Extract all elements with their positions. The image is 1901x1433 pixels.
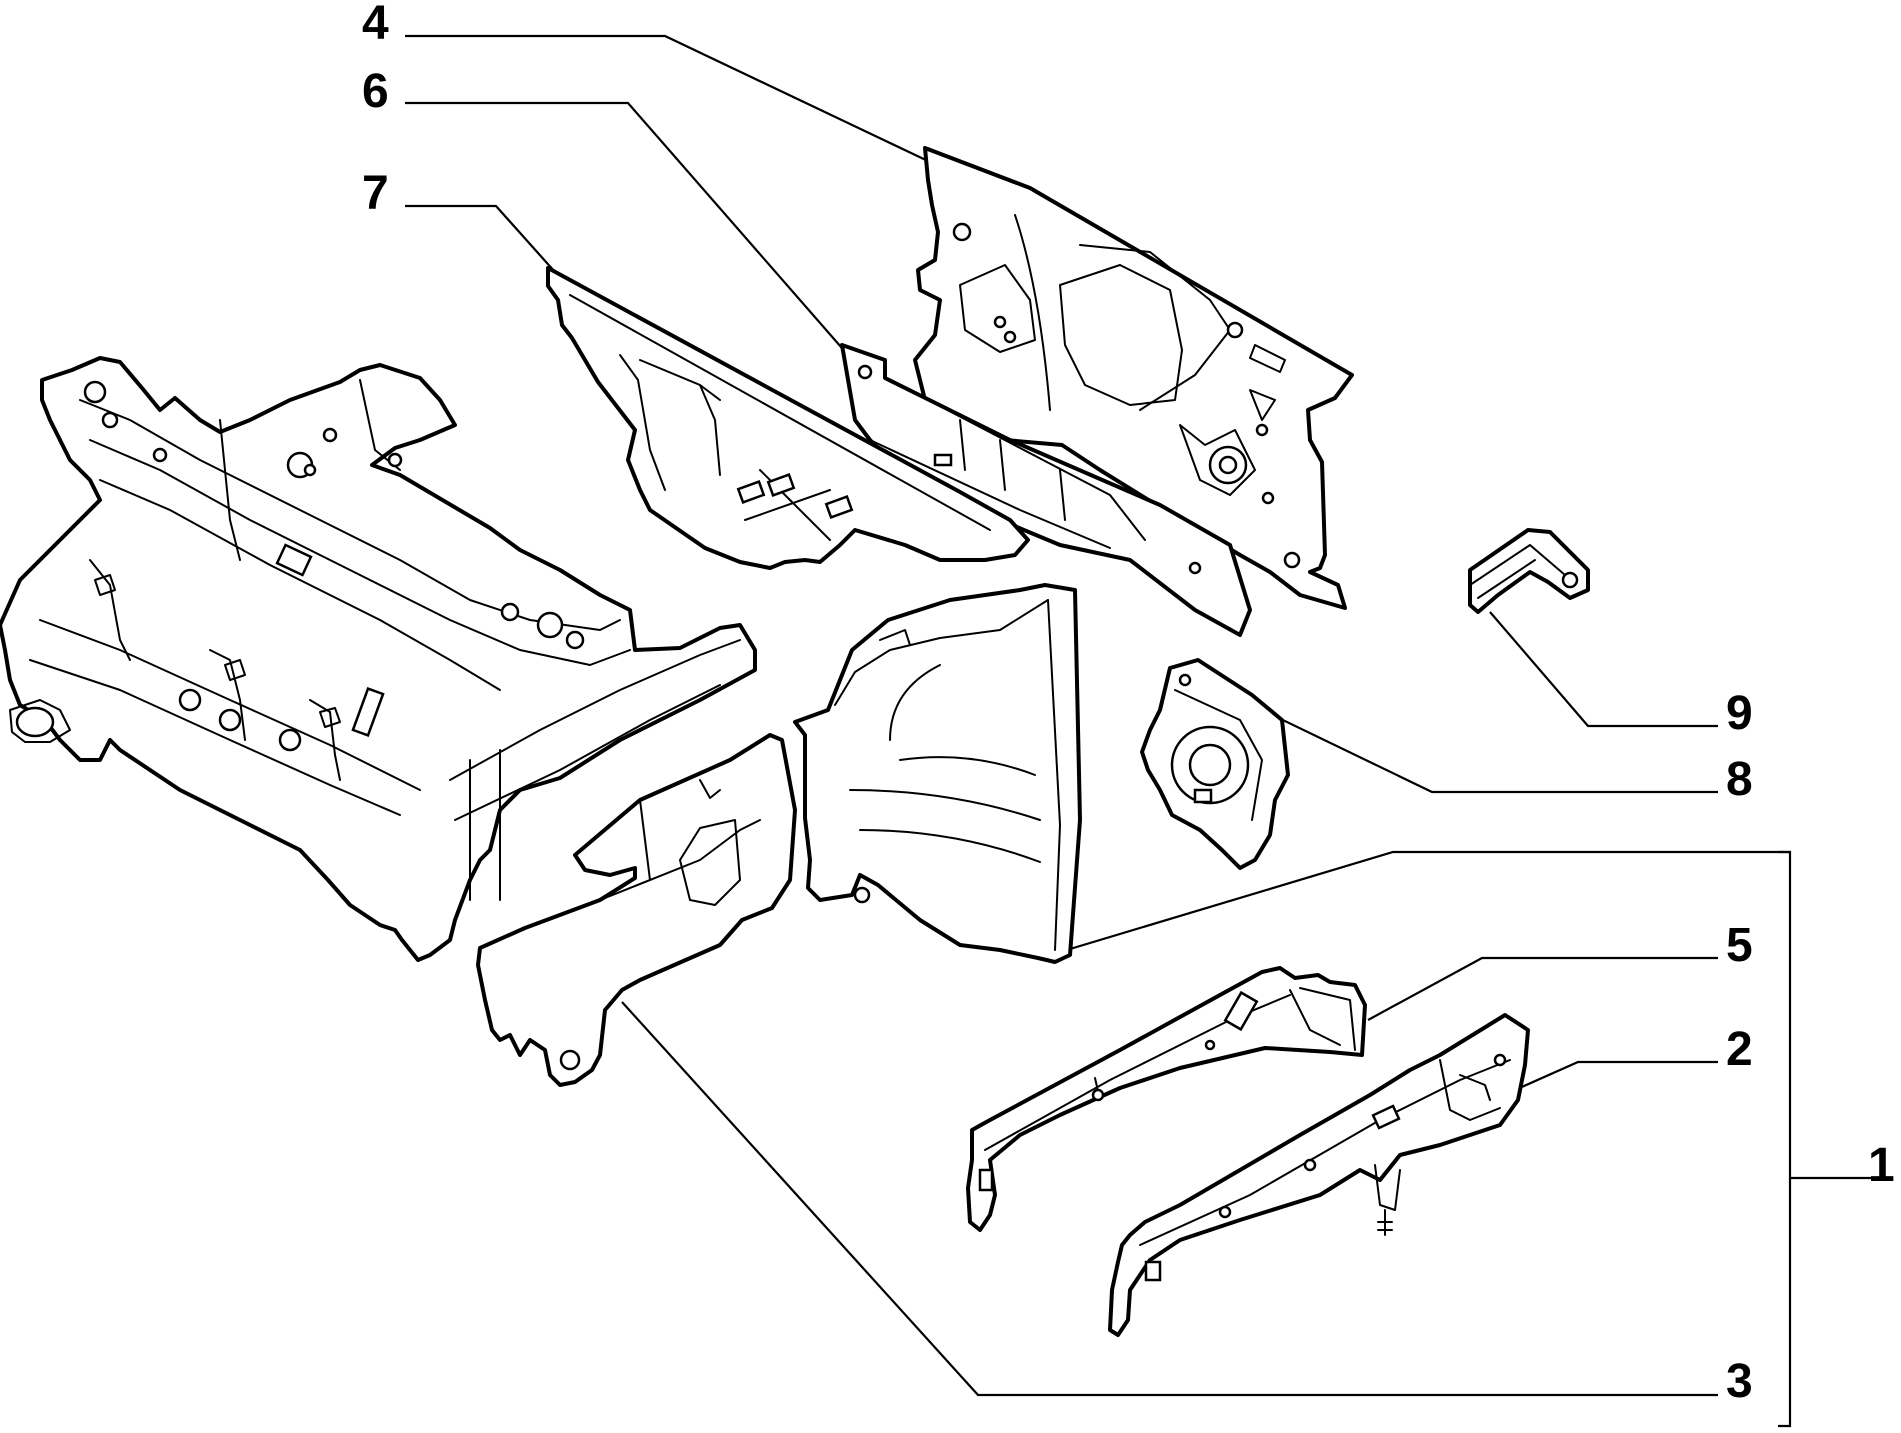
cowl-panel [546, 266, 1030, 570]
leader-1-bracket [1778, 850, 1792, 1428]
callout-8: 8 [1726, 753, 1753, 806]
front-panel-side [476, 733, 797, 1087]
lower-crossmember [840, 343, 1252, 637]
leader-6 [405, 101, 849, 356]
callout-3: 3 [1726, 1355, 1753, 1408]
callout-4: 4 [362, 0, 389, 50]
strut-mount-plate [1140, 658, 1290, 870]
leader-8 [1257, 707, 1718, 794]
leader-2 [1514, 1060, 1718, 1092]
callout-9: 9 [1726, 687, 1753, 740]
leader-7 [405, 204, 556, 273]
callout-6: 6 [362, 65, 389, 118]
leader-3 [621, 1001, 1718, 1397]
wheel-arch-inner [793, 583, 1082, 964]
upper-side-rail [966, 966, 1367, 1232]
leader-5 [1367, 956, 1718, 1021]
bracket [1468, 528, 1590, 614]
lower-side-rail [1108, 1013, 1530, 1337]
callout-7: 7 [362, 167, 389, 220]
leader-1-arm [1059, 850, 1790, 954]
leader-4 [405, 34, 931, 163]
callout-1: 1 [1868, 1139, 1895, 1192]
callout-5: 5 [1726, 919, 1753, 972]
callout-2: 2 [1726, 1023, 1753, 1076]
leader-lines [405, 34, 1880, 1428]
leader-9 [1489, 611, 1718, 728]
front-frame-assembly [0, 356, 757, 962]
